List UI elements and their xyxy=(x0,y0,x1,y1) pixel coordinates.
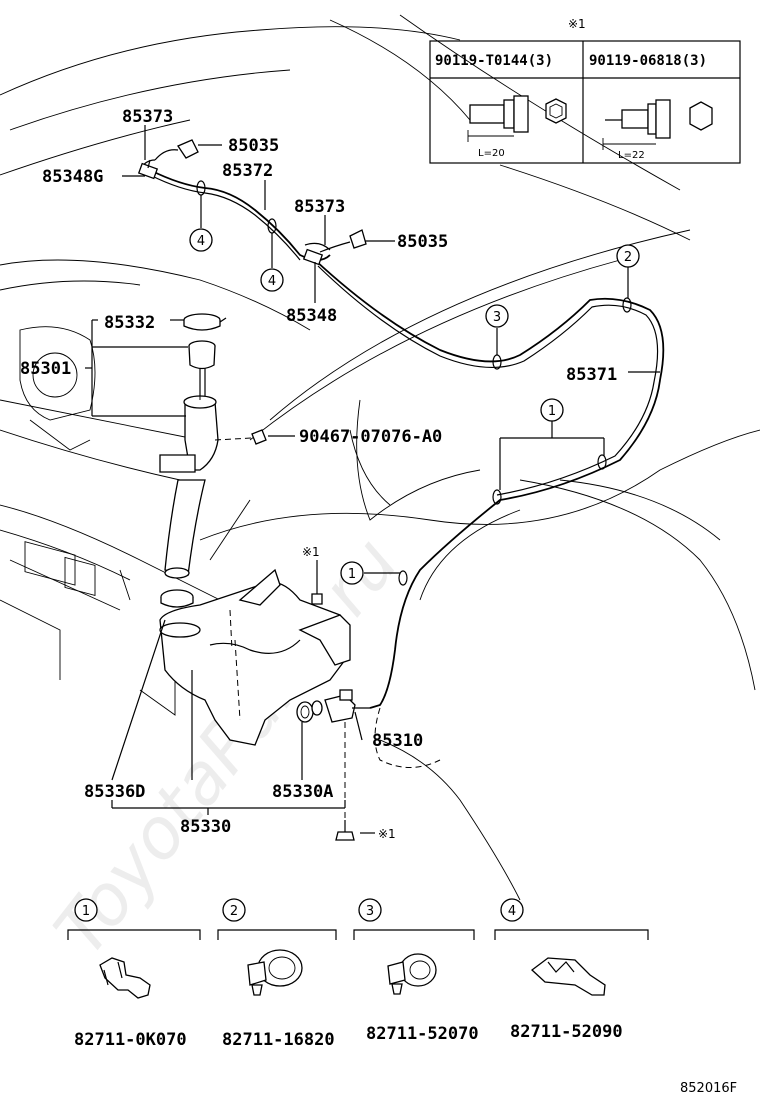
hose-clips xyxy=(196,180,632,586)
label-85373-mid: 85373 xyxy=(294,197,345,217)
tank-bolt xyxy=(311,575,323,605)
label-85372: 85372 xyxy=(222,161,273,181)
clip-2-part: 82711-16820 xyxy=(222,1030,335,1050)
label-85330: 85330 xyxy=(180,817,231,837)
callout-4a-text: 4 xyxy=(197,234,205,249)
clip-1-ref: 1 xyxy=(82,904,90,919)
callout-1a xyxy=(540,398,564,422)
diagram-code: 852016F xyxy=(680,1081,737,1096)
clip-3-ref: 3 xyxy=(366,904,374,919)
grommet-85330A xyxy=(296,700,323,723)
clip-4-ref: 4 xyxy=(508,904,516,919)
label-85373-top: 85373 xyxy=(122,107,173,127)
clip-legend-3: 3 82711-52070 xyxy=(353,898,479,1044)
clip-1-part: 82711-0K070 xyxy=(74,1030,187,1050)
callout-2-text: 2 xyxy=(624,250,632,265)
nozzle-85035-top xyxy=(137,139,199,180)
clip-legend: 1 82711-0K070 2 82711-16820 3 82711 xyxy=(67,898,649,1050)
bolt-illustration-1: L=20 xyxy=(467,95,567,159)
label-85371: 85371 xyxy=(566,365,617,385)
fastener-inset-table: ※1 90119-T0144(3) 90119-06818(3) L=20 L=… xyxy=(429,17,741,164)
filler-neck-85301 xyxy=(159,395,219,579)
callout-1b xyxy=(340,561,364,585)
label-85035-top: 85035 xyxy=(228,136,279,156)
clip-legend-2: 2 82711-16820 xyxy=(217,898,337,1050)
clip-legend-1: 1 82711-0K070 xyxy=(67,898,201,1050)
callout-3 xyxy=(485,304,509,328)
clip-2-ref: 2 xyxy=(230,904,238,919)
strainer xyxy=(188,340,216,400)
callout-1a-text: 1 xyxy=(548,404,556,419)
label-85330A: 85330A xyxy=(272,782,333,802)
inset-part-1: 90119-T0144(3) xyxy=(435,53,553,69)
callout-1b-text: 1 xyxy=(348,567,356,582)
label-85310: 85310 xyxy=(372,731,423,751)
callout-4b xyxy=(260,268,284,292)
clip-legend-4: 4 82711-52090 xyxy=(494,898,649,1042)
mark-bolt-upper: ※1 xyxy=(302,545,320,559)
inset-length-1: L=20 xyxy=(478,148,505,159)
callout-4b-text: 4 xyxy=(268,274,276,289)
callout-2 xyxy=(616,244,640,268)
clip-90467 xyxy=(214,429,267,445)
label-85301: 85301 xyxy=(20,359,71,379)
leader-lines xyxy=(85,125,660,834)
callout-3-text: 3 xyxy=(493,310,501,325)
tank-85330 xyxy=(159,568,351,746)
callout-circles: 4 4 2 3 1 1 xyxy=(189,228,640,585)
label-90467-07076-A0: 90467-07076-A0 xyxy=(299,427,442,447)
label-85332: 85332 xyxy=(104,313,155,333)
clip-3-part: 82711-52070 xyxy=(366,1024,479,1044)
lower-bolt xyxy=(335,820,355,841)
inset-part-2: 90119-06818(3) xyxy=(589,53,707,69)
inset-note-mark: ※1 xyxy=(568,17,586,31)
bolt-illustration-2: L=22 xyxy=(602,99,713,161)
callout-4a xyxy=(189,228,213,252)
label-85336D: 85336D xyxy=(84,782,145,802)
vehicle-body-outline xyxy=(0,14,760,901)
mark-bolt-lower: ※1 xyxy=(378,827,396,841)
label-85348G: 85348G xyxy=(42,167,103,187)
part-labels: 85373 85035 85348G 85372 85373 85035 853… xyxy=(20,107,617,841)
washer-tank-assembly xyxy=(159,313,370,841)
inset-length-2: L=22 xyxy=(618,150,645,161)
label-85035-mid: 85035 xyxy=(397,232,448,252)
cap-85332 xyxy=(183,313,227,331)
grommet-85336D xyxy=(160,589,194,608)
nozzle-85035-mid xyxy=(302,229,367,266)
clip-4-part: 82711-52090 xyxy=(510,1022,623,1042)
label-85348: 85348 xyxy=(286,306,337,326)
